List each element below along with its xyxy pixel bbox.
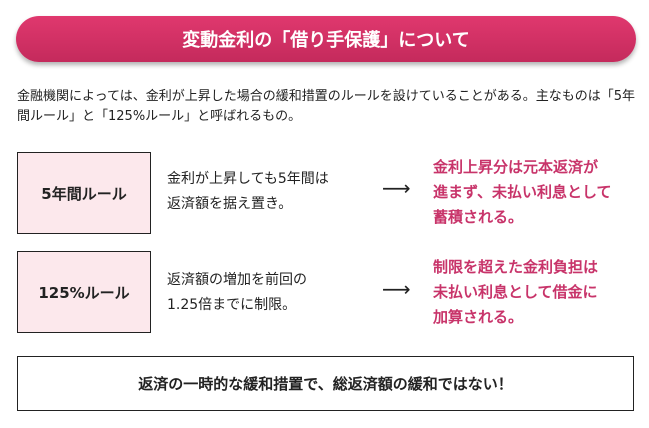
result-line: 未払い利息として借金に bbox=[433, 283, 598, 301]
result-line: 加算される。 bbox=[433, 308, 524, 326]
rule-description: 金利が上昇しても5年間は返済額を据え置き。 bbox=[167, 167, 329, 217]
arrow-icon: ⟶ bbox=[382, 277, 411, 301]
rule-label: 125%ルール bbox=[38, 283, 130, 302]
rule-result: 制限を超えた金利負担は未払い利息として借金に加算される。 bbox=[433, 255, 598, 330]
desc-line: 1.25倍までに制限。 bbox=[167, 297, 297, 313]
result-line: 蓄積される。 bbox=[433, 208, 524, 226]
desc-line: 返済額を据え置き。 bbox=[167, 196, 293, 212]
desc-line: 金利が上昇しても5年間は bbox=[167, 171, 329, 187]
rule-description: 返済額の増加を前回の 1.25倍までに制限。 bbox=[167, 268, 307, 318]
title: 変動金利の「借り手保護」について bbox=[182, 30, 470, 51]
title-banner: 変動金利の「借り手保護」について bbox=[16, 16, 636, 62]
result-line: 金利上昇分は元本返済が bbox=[433, 158, 599, 176]
result-line: 進まず、未払い利息として bbox=[433, 183, 612, 201]
rule-125-percent: 125%ルール bbox=[17, 251, 151, 333]
intro-text: 金融機関によっては、金利が上昇した場合の緩和措置のルールを設けていることがある。… bbox=[17, 89, 635, 124]
rule-label: 5年間ルール bbox=[41, 184, 127, 203]
rule-result: 金利上昇分は元本返済が進まず、未払い利息として蓄積される。 bbox=[433, 155, 612, 230]
desc-line: 返済額の増加を前回の bbox=[167, 272, 307, 288]
result-line: 制限を超えた金利負担は bbox=[433, 258, 599, 276]
note-text: 返済の一時的な緩和措置で、総返済額の緩和ではない！ bbox=[138, 375, 513, 393]
arrow-icon: ⟶ bbox=[382, 176, 411, 200]
note-box: 返済の一時的な緩和措置で、総返済額の緩和ではない！ bbox=[17, 356, 634, 411]
rule-5-year: 5年間ルール bbox=[17, 152, 151, 234]
